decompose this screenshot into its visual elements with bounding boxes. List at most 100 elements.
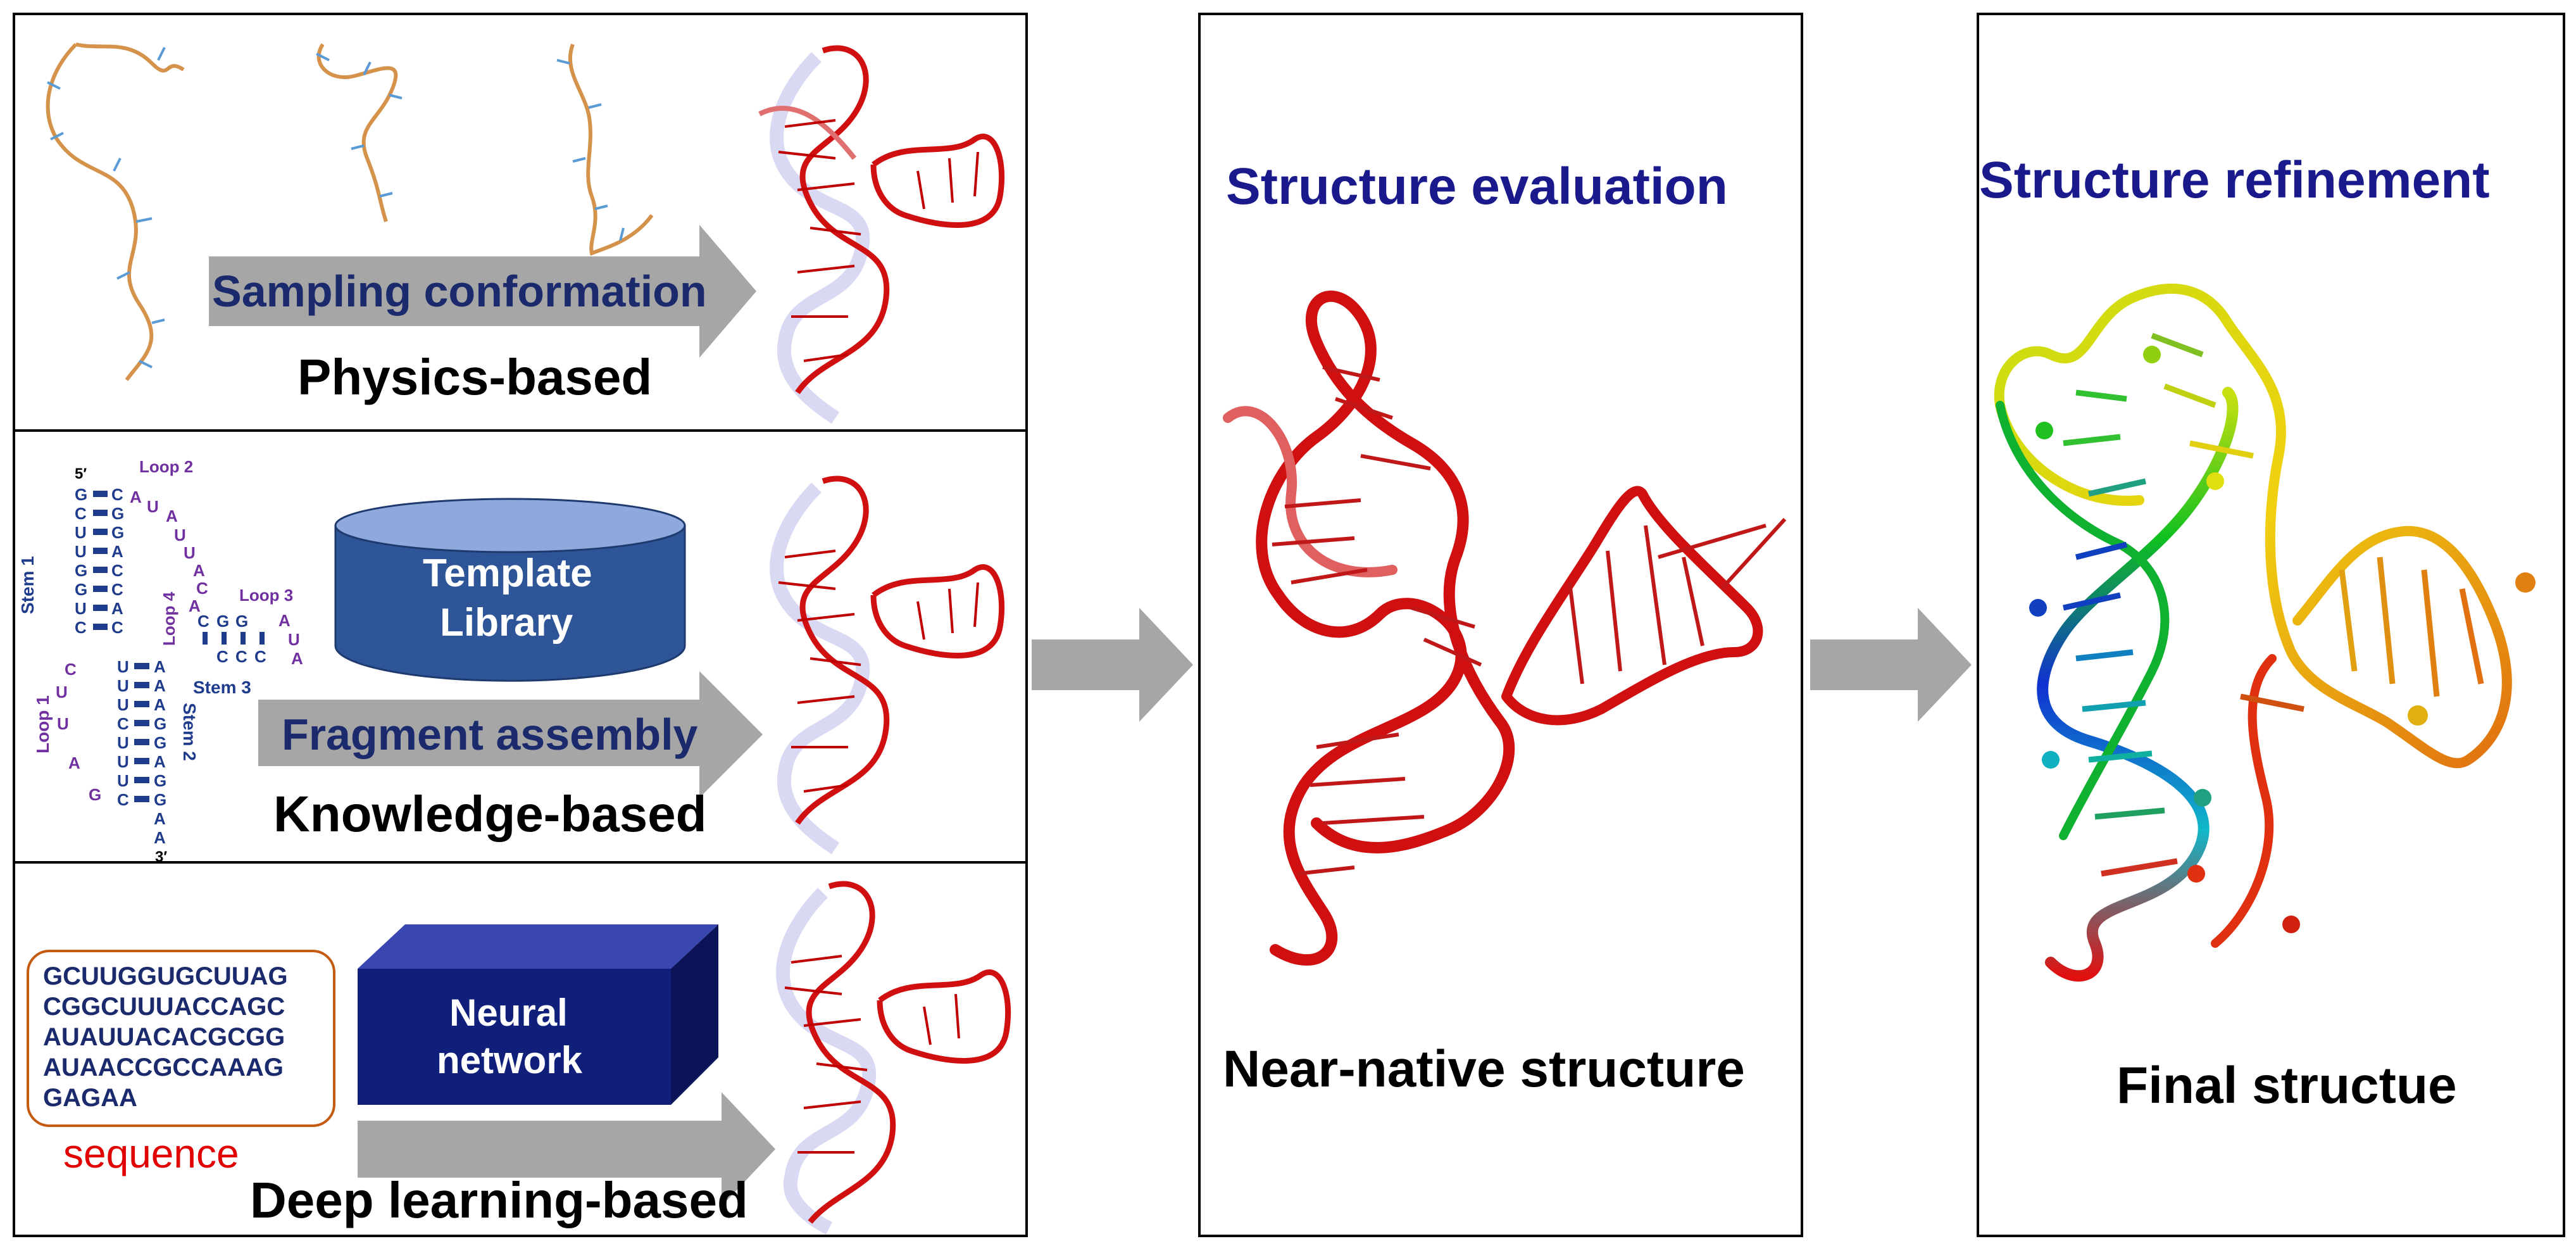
loop2-base: U xyxy=(174,526,186,545)
flow-arrow-1 xyxy=(1032,608,1193,722)
base: G xyxy=(75,580,88,599)
base: U xyxy=(75,523,87,542)
base: U xyxy=(75,599,87,618)
loop2-base: A xyxy=(193,561,205,580)
deep-learning-caption: Deep learning-based xyxy=(250,1172,748,1228)
base: C xyxy=(75,618,87,637)
stem3-label: Stem 3 xyxy=(193,677,251,697)
base: A xyxy=(154,657,166,676)
physics-section-graphics xyxy=(46,42,1005,424)
base: G xyxy=(111,504,125,523)
sequence-line: AUAUUACACGCGG xyxy=(43,1023,285,1051)
base: U xyxy=(117,676,129,695)
base: C xyxy=(75,504,87,523)
unfolded-chain-1-bases xyxy=(47,47,166,368)
fragment-assembly-label: Fragment assembly xyxy=(282,710,698,759)
stem3-pair-bars xyxy=(203,632,265,645)
loop4-label: Loop 4 xyxy=(159,591,178,646)
stem1-right-strand: C G G A C C A C xyxy=(111,485,127,637)
stem2-label: Stem 2 xyxy=(180,703,199,761)
structure-evaluation-title: Structure evaluation xyxy=(1226,158,1728,215)
folded-structure-2 xyxy=(770,475,1005,855)
unfolded-chain-2 xyxy=(316,43,398,222)
base: C xyxy=(111,580,123,599)
unfolded-chain-1 xyxy=(46,42,185,381)
folded-structure-2-bases xyxy=(778,550,979,793)
three-prime-label: 3′ xyxy=(155,848,168,866)
base: C xyxy=(111,561,123,580)
stem1-left-strand: G C U U G G U C xyxy=(75,485,90,637)
sequence-line: GAGAA xyxy=(43,1084,137,1112)
structure-refinement-title: Structure refinement xyxy=(1979,151,2490,209)
base: G xyxy=(154,771,167,790)
loop2-base: U xyxy=(184,543,196,562)
base: A xyxy=(154,809,166,828)
loop2-label: Loop 2 xyxy=(139,457,194,476)
base: C xyxy=(117,714,129,733)
loop3-base: A xyxy=(291,649,303,668)
base: U xyxy=(117,657,129,676)
stem3-bottom-base: C xyxy=(254,647,266,666)
folded-structure-1-bases xyxy=(778,119,979,362)
stem3-top-base: G xyxy=(235,612,249,631)
sequence-line: CGGCUUUACCAGC xyxy=(43,993,285,1021)
loop1-base: A xyxy=(68,753,80,772)
loop3-base: A xyxy=(278,611,291,630)
five-prime-label: 5′ xyxy=(75,465,87,482)
unfolded-chain-3 xyxy=(568,43,654,256)
base: G xyxy=(154,790,167,809)
unfolded-chain-3-bases xyxy=(556,59,625,241)
sampling-conformation-label: Sampling conformation xyxy=(212,267,707,316)
stem1-label: Stem 1 xyxy=(18,556,37,614)
loop2-base: C xyxy=(196,579,208,598)
loop1-base: U xyxy=(57,714,69,733)
stem1-pair-bars xyxy=(93,491,108,630)
base: C xyxy=(111,485,123,504)
loop1-base: C xyxy=(65,660,77,679)
sequence-line: AUAACCGCCAAAG xyxy=(43,1054,284,1081)
stem2-right-strand: A A A G G A G G A A xyxy=(154,657,169,847)
base: A xyxy=(154,676,166,695)
loop3-label: Loop 3 xyxy=(239,586,294,605)
template-library-label-1: Template xyxy=(423,551,592,595)
base: G xyxy=(111,523,125,542)
knowledge-section-graphics xyxy=(93,475,1005,855)
loop1-base: U xyxy=(56,683,68,702)
stem3-bottom-base: C xyxy=(235,647,247,666)
panel-divider-1 xyxy=(13,429,1028,432)
base: A xyxy=(154,828,166,847)
loop2-base: U xyxy=(147,497,159,516)
sequence-caption: sequence xyxy=(63,1131,239,1176)
base: G xyxy=(154,733,167,752)
base: A xyxy=(154,752,166,771)
base: U xyxy=(117,695,129,714)
base: G xyxy=(154,714,167,733)
base: G xyxy=(75,561,88,580)
loop2-base: A xyxy=(166,507,178,526)
base: U xyxy=(75,542,87,561)
loop2-base: A xyxy=(130,488,142,507)
physics-based-caption: Physics-based xyxy=(297,349,653,405)
loop3-base: U xyxy=(288,630,300,649)
folded-structure-1 xyxy=(758,45,1005,424)
neural-network-label-2: network xyxy=(437,1039,583,1081)
base: U xyxy=(117,771,129,790)
sequence-line: GCUUGGUGCUUAG xyxy=(43,962,288,990)
unfolded-chain-2-bases xyxy=(316,53,403,198)
base: U xyxy=(117,733,129,752)
fragment-assembly-arrow xyxy=(258,671,763,798)
template-library-cylinder xyxy=(334,498,686,682)
stem3-bottom-base: C xyxy=(216,647,228,666)
loop1-base: G xyxy=(89,785,102,804)
neural-network-label-1: Neural xyxy=(449,992,568,1034)
knowledge-based-caption: Knowledge-based xyxy=(273,786,707,842)
panel-divider-2 xyxy=(13,861,1028,864)
loop2-base: A xyxy=(189,596,201,615)
base: U xyxy=(117,752,129,771)
stem3-top-base: C xyxy=(197,612,209,631)
base: A xyxy=(111,542,123,561)
template-library-label-2: Library xyxy=(440,601,573,645)
sampling-arrow xyxy=(209,225,756,358)
base: A xyxy=(154,695,166,714)
base: C xyxy=(111,618,123,637)
